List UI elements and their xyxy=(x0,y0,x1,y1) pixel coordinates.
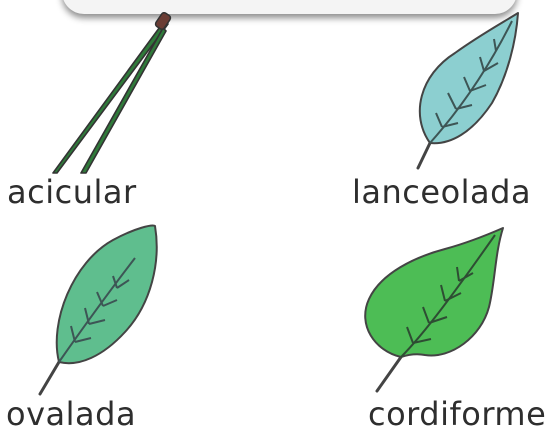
leaf-label-cordiforme: cordiforme xyxy=(368,398,546,430)
cordate-leaf-icon xyxy=(355,225,510,395)
leaf-label-lanceolada: lanceolada xyxy=(352,176,531,208)
needle-leaf-icon xyxy=(45,8,175,178)
lanceolate-leaf-icon xyxy=(400,5,525,177)
leaf-label-acicular: acicular xyxy=(7,176,137,208)
ovate-leaf-icon xyxy=(35,222,165,397)
leaf-label-ovalada: ovalada xyxy=(6,398,136,430)
